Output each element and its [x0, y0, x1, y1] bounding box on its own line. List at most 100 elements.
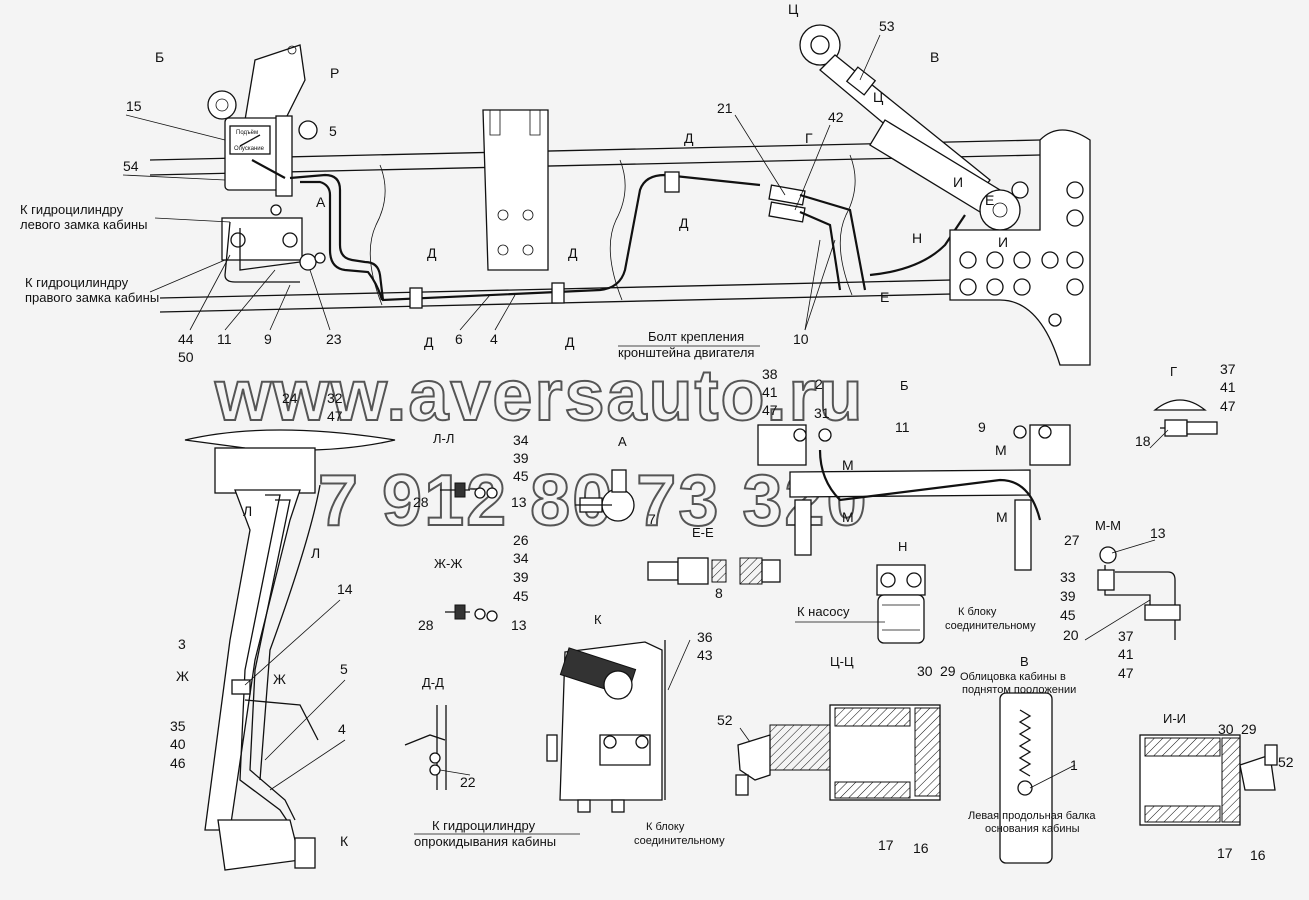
- marker-v: В: [930, 49, 939, 65]
- marker-d3: Д: [424, 334, 434, 350]
- marker-n: Н: [912, 230, 922, 246]
- part-2: 2: [815, 376, 823, 392]
- part-31: 31: [814, 405, 830, 421]
- part-37b: 37: [1118, 628, 1134, 644]
- part-9a: 9: [264, 331, 272, 347]
- marker-d5: Д: [684, 130, 694, 146]
- note-to-block-n-1: К блоку: [958, 606, 997, 618]
- marker-e2: Е: [880, 289, 889, 305]
- marker-zh2: Ж: [273, 671, 286, 687]
- part-17b: 17: [1217, 845, 1233, 861]
- part-8: 8: [715, 585, 723, 601]
- part-37a: 37: [1220, 361, 1236, 377]
- part-45b: 45: [513, 588, 529, 604]
- part-34b: 34: [513, 550, 529, 566]
- note-left-lock-2: левого замка кабины: [20, 217, 147, 232]
- note-raised-1: Облицовка кабины в: [960, 671, 1066, 683]
- part-14: 14: [337, 581, 353, 597]
- note-tilt-cyl-2: опрокидывания кабины: [414, 834, 556, 849]
- gauge-lower-label: Опускание: [234, 146, 265, 152]
- part-22: 22: [460, 774, 476, 790]
- section-g-view: [1153, 399, 1218, 437]
- marker-d1: Д: [427, 245, 437, 261]
- marker-m4: М: [996, 509, 1008, 525]
- part-47a: 47: [762, 402, 778, 418]
- part-29a: 29: [940, 663, 956, 679]
- marker-i1: И: [953, 174, 963, 190]
- part-3: 3: [178, 636, 186, 652]
- part-21: 21: [717, 100, 733, 116]
- note-left-lock-1: К гидроцилиндру: [20, 202, 124, 217]
- note-tilt-cyl-1: К гидроцилиндру: [432, 818, 536, 833]
- title-ll: Л-Л: [433, 431, 454, 446]
- part-26: 26: [513, 532, 529, 548]
- note-raised-2: поднятом пооложении: [962, 684, 1076, 696]
- section-n-view: [876, 564, 926, 644]
- part-23: 23: [326, 331, 342, 347]
- marker-ts-top: Ц: [788, 1, 799, 17]
- part-10: 10: [793, 331, 809, 347]
- note-to-block-n-2: соединительному: [945, 620, 1036, 632]
- part-13b: 13: [511, 617, 527, 633]
- marker-i2: И: [998, 234, 1008, 250]
- part-numbers: 15 54 5 44 50 11 9 23 6 4 21 42 53 10 38…: [122, 18, 1294, 863]
- part-34a: 34: [513, 432, 529, 448]
- part-24: 24: [282, 390, 298, 406]
- part-13a: 13: [511, 494, 527, 510]
- part-28a: 28: [413, 494, 429, 510]
- part-33: 33: [1060, 569, 1076, 585]
- part-45a: 45: [513, 468, 529, 484]
- marker-m3: М: [995, 442, 1007, 458]
- part-40: 40: [170, 736, 186, 752]
- section-b-view: [757, 424, 1071, 571]
- note-to-block-k-2: соединительному: [634, 835, 725, 847]
- title-g: Г: [1170, 364, 1177, 379]
- marker-k: К: [340, 833, 349, 849]
- section-ee-view: [647, 557, 781, 585]
- part-11a: 11: [217, 331, 232, 347]
- marker-zh1: Ж: [176, 668, 189, 684]
- part-7: 7: [648, 511, 656, 527]
- part-47c: 47: [327, 408, 343, 424]
- section-zhzh-view: [445, 604, 498, 622]
- part-30a: 30: [917, 663, 933, 679]
- section-k-view: [546, 640, 666, 813]
- part-9b: 9: [978, 419, 986, 435]
- section-mm-view: [1097, 546, 1181, 640]
- title-b: Б: [900, 378, 909, 393]
- marker-b: Б: [155, 49, 164, 65]
- marker-l2: Л: [311, 545, 320, 561]
- marker-e1: Е: [985, 192, 994, 208]
- note-to-pump: К насосу: [797, 604, 850, 619]
- note-beam-1: Левая продольная балка: [968, 810, 1096, 822]
- part-47b: 47: [1220, 398, 1236, 414]
- part-52b: 52: [1278, 754, 1294, 770]
- title-k: К: [594, 612, 602, 627]
- watermark-url: www.aversauto.ru: [214, 356, 865, 436]
- note-right-lock-1: К гидроцилиндру: [25, 275, 129, 290]
- title-a: А: [618, 434, 627, 449]
- marker-l1: Л: [243, 503, 252, 519]
- part-36: 36: [697, 629, 713, 645]
- watermark-phone: 7 912 80 73 320: [318, 461, 869, 541]
- part-39b: 39: [513, 569, 529, 585]
- part-38: 38: [762, 366, 778, 382]
- title-v: В: [1020, 654, 1029, 669]
- part-5a: 5: [329, 123, 337, 139]
- section-dd-view: [404, 705, 447, 790]
- title-ii: И-И: [1163, 711, 1186, 726]
- part-30b: 30: [1218, 721, 1234, 737]
- part-28b: 28: [418, 617, 434, 633]
- part-45c: 45: [1060, 607, 1076, 623]
- note-beam-2: основания кабины: [985, 823, 1080, 835]
- section-ii-view: [1139, 734, 1278, 826]
- title-mm: М-М: [1095, 518, 1121, 533]
- note-right-lock-2: правого замка кабины: [25, 290, 159, 305]
- marker-d6: Д: [679, 215, 689, 231]
- title-dd: Д-Д: [422, 675, 444, 690]
- section-ll-view: [440, 482, 498, 499]
- part-15: 15: [126, 98, 142, 114]
- note-engine-bolt-2: кронштейна двигателя: [618, 345, 754, 360]
- part-41a: 41: [762, 384, 778, 400]
- part-16a: 16: [913, 840, 929, 856]
